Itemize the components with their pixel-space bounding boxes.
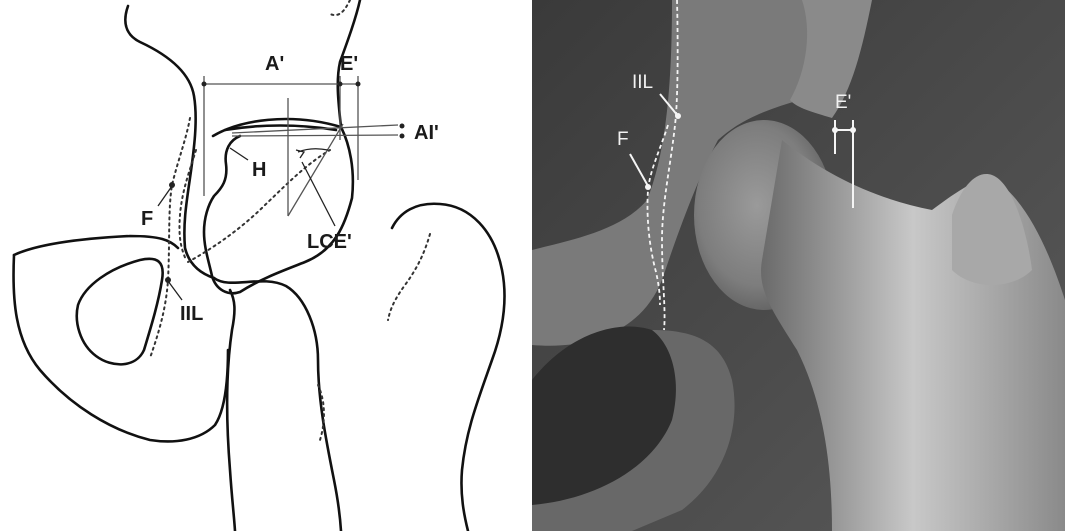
hip-line-drawing: A' E' AI' H F LCE' IIL <box>0 0 532 531</box>
lce-arrow <box>296 150 304 158</box>
hip-line-drawing-panel: A' E' AI' H F LCE' IIL <box>0 0 532 531</box>
hip-radiograph: IIL F E' <box>532 0 1065 531</box>
radiograph-iil-label: IIL <box>632 72 653 93</box>
e-prime-right-dot <box>356 82 361 87</box>
h-label: H <box>252 159 266 181</box>
radiograph-f-label: F <box>617 129 629 150</box>
radiograph-iil-dot <box>675 113 681 119</box>
radiograph-f-dot <box>645 184 651 190</box>
greater-trochanter-outline <box>392 204 505 531</box>
sacrum-dotted-line <box>330 0 350 15</box>
radiograph-e-prime-dot-left <box>832 127 838 133</box>
pelvis-lower-outline <box>14 236 178 255</box>
ai-prime-dot-top <box>400 124 405 129</box>
f-leader-line <box>158 186 172 206</box>
trochanter-dotted-line <box>388 234 430 320</box>
ilioischial-dotted-line <box>179 150 196 260</box>
lce-leader-line <box>302 162 335 226</box>
femoral-shaft-left <box>227 290 235 531</box>
iil-leader-line <box>168 281 182 300</box>
lce-prime-label: LCE' <box>307 231 352 253</box>
obturator-foramen <box>77 259 163 365</box>
lce-angle-line <box>288 124 343 216</box>
pelvis-outer-lower <box>13 255 228 441</box>
a-prime-right-dot <box>338 82 343 87</box>
h-leader-line <box>230 148 248 160</box>
radiograph-e-prime-dot-right <box>850 127 856 133</box>
e-prime-label: E' <box>340 53 358 75</box>
iil-point-dot <box>165 277 171 283</box>
ai-prime-lower-line <box>232 135 398 136</box>
a-prime-label: A' <box>265 53 284 75</box>
iil-label: IIL <box>180 303 203 325</box>
femoral-head-outline <box>204 127 353 293</box>
hip-radiograph-panel: IIL F E' <box>532 0 1065 531</box>
f-label: F <box>141 208 153 230</box>
ai-prime-dot-bottom <box>400 134 405 139</box>
radiograph-e-prime-label: E' <box>835 92 851 113</box>
ai-prime-label: AI' <box>414 122 439 144</box>
a-prime-left-dot <box>202 82 207 87</box>
